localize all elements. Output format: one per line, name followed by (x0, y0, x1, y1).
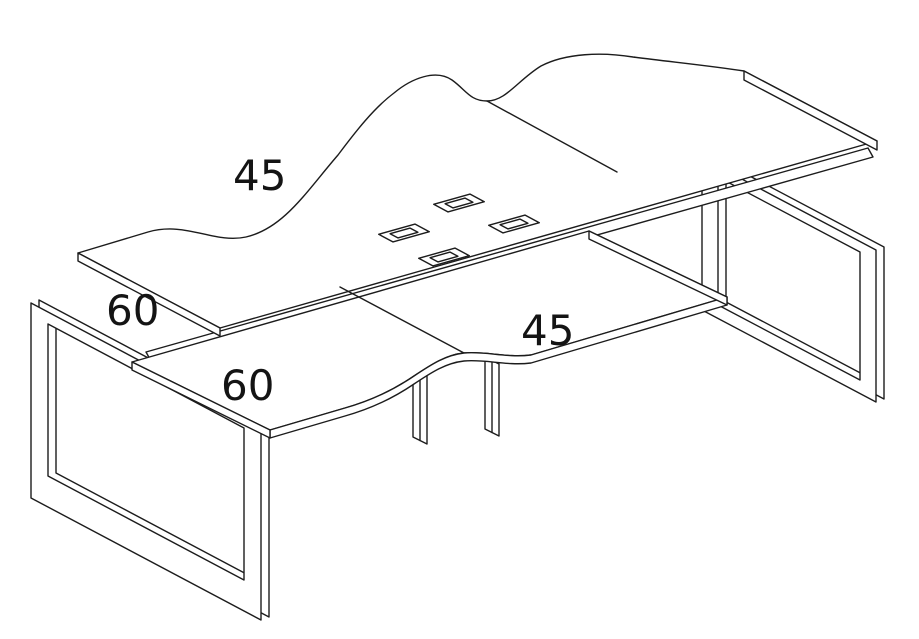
dimension-label-near-right-45: 45 (521, 306, 574, 355)
cable-grommet-4-slot (499, 218, 529, 230)
far-desk-right-end-edge-band (743, 70, 878, 151)
middle-leg-right (484, 356, 500, 437)
near-desk-right-end-edge-band (588, 230, 728, 306)
far-desks-junction-line (486, 100, 618, 173)
far-desk-left-end-edge-band (77, 252, 221, 337)
cable-grommet-2-slot (444, 197, 474, 209)
cable-grommet-2-outer (433, 193, 485, 213)
cable-grommet-3-slot (429, 251, 459, 263)
far-desks-surface (77, 53, 878, 329)
cable-grommet-3-outer (418, 247, 470, 267)
cable-grommet-3 (418, 247, 470, 267)
right-o-frame-leg (701, 154, 885, 403)
dimension-label-left-end-60: 60 (106, 286, 159, 335)
right-o-frame-front-face (701, 157, 877, 403)
cable-grommet-1 (378, 223, 430, 243)
dimension-label-near-left-60: 60 (221, 361, 274, 410)
cable-grommet-4 (488, 214, 540, 234)
dimension-label-far-left-45: 45 (233, 151, 286, 200)
near-desks-junction-line (339, 286, 465, 354)
drawing-strokes (30, 53, 885, 621)
cable-grommet-1-outer (378, 223, 430, 243)
cable-grommet-2 (433, 193, 485, 213)
cable-grommet-4-outer (488, 214, 540, 234)
near-desk-left-end-edge-band (131, 361, 271, 439)
cable-grommet-1-slot (389, 227, 419, 239)
